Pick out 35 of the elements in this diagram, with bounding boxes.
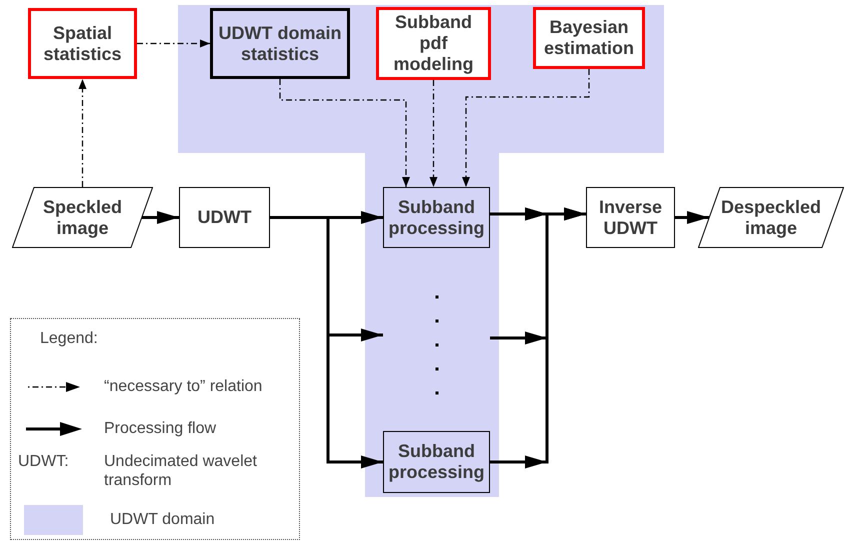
arrow (430, 80, 438, 187)
arrow (137, 40, 210, 48)
node-label: Speckled image (42, 196, 124, 238)
node-label: Subband processing (387, 441, 486, 483)
parallelogram-shape (698, 187, 844, 248)
process-box (383, 431, 490, 493)
legend-note: UDWT: (18, 452, 69, 472)
legend-label: “necessary to” relation (104, 377, 262, 396)
node-label: UDWT (196, 207, 252, 228)
process-box (533, 7, 645, 69)
legend-label: UDWT domain (110, 510, 215, 530)
arrow (675, 211, 709, 224)
node-label: Spatial statistics (42, 22, 123, 64)
process-box (383, 187, 490, 248)
node-label: Bayesian estimation (542, 17, 636, 59)
legend-note: Undecimated wavelet transform (104, 452, 258, 490)
node-label: Despeckled image (720, 196, 822, 238)
arrow (78, 79, 86, 187)
arrow (279, 79, 410, 187)
process-box (179, 187, 270, 248)
arrow (488, 208, 586, 344)
process-box (376, 7, 491, 80)
process-box (28, 8, 137, 79)
process-box (210, 8, 350, 79)
legend-label: Processing flow (104, 419, 216, 438)
arrow (270, 216, 383, 342)
legend-note: Legend: (40, 329, 98, 348)
parallelogram-shape (12, 187, 153, 248)
node-label: Inverse UDWT (598, 196, 664, 238)
node-label: UDWT domain statistics (218, 22, 342, 64)
process-box (586, 187, 675, 248)
node-label: Subband processing (387, 196, 486, 238)
node-label: Subband pdf modeling (392, 12, 474, 75)
arrow (142, 211, 179, 224)
arrow (462, 69, 590, 187)
